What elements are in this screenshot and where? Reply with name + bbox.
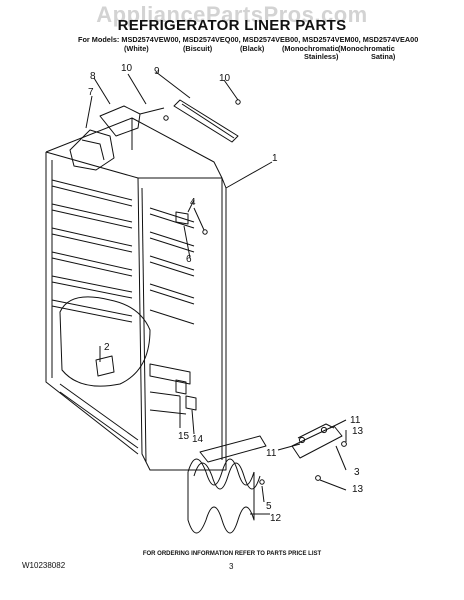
variant-biscuit: (Biscuit) — [183, 44, 213, 53]
callout-12: 12 — [270, 513, 282, 524]
bracket — [175, 211, 208, 235]
variant-mono-stainless: (Monochromatic — [282, 44, 339, 53]
callout-15: 15 — [178, 431, 190, 442]
variant-satina-line2: Satina) — [371, 52, 396, 61]
callout-11b: 11 — [266, 448, 277, 459]
light-housing — [291, 423, 347, 481]
callout-13a: 13 — [352, 426, 364, 437]
callout-2: 2 — [104, 342, 110, 353]
variant-stainless-line2: Stainless) — [304, 52, 339, 61]
callout-10a: 10 — [121, 63, 133, 74]
document-number: W10238082 — [22, 561, 66, 570]
ordering-note: FOR ORDERING INFORMATION REFER TO PARTS … — [142, 551, 322, 557]
callout-5: 5 — [266, 501, 272, 512]
callout-9: 9 — [154, 66, 160, 77]
variant-mono-satina: (Monochromatic — [338, 44, 395, 53]
callout-4: 4 — [190, 197, 196, 208]
liner-shell — [45, 117, 227, 471]
air-duct — [69, 105, 169, 171]
callout-8: 8 — [90, 71, 96, 82]
callout-6: 6 — [186, 254, 192, 265]
callout-14: 14 — [192, 434, 204, 445]
variant-white: (White) — [124, 44, 149, 53]
callout-7: 7 — [88, 87, 94, 98]
page-number: 3 — [229, 562, 234, 571]
callout-10b: 10 — [219, 73, 231, 84]
leader-lines — [85, 71, 347, 515]
watermark: AppliancePartsPros.com — [96, 2, 368, 27]
bottom-brackets — [175, 379, 197, 411]
evaporator-coil — [187, 435, 267, 534]
variant-black: (Black) — [240, 44, 265, 53]
callout-3: 3 — [354, 467, 360, 478]
models-line: For Models: MSD2574VEW00, MSD2574VEQ00, … — [78, 35, 419, 44]
callout-1: 1 — [272, 153, 278, 164]
callout-11a: 11 — [350, 415, 361, 426]
top-trim-strip — [173, 99, 241, 143]
page-title: REFRIGERATOR LINER PARTS — [117, 17, 347, 34]
callout-13b: 13 — [352, 484, 364, 495]
